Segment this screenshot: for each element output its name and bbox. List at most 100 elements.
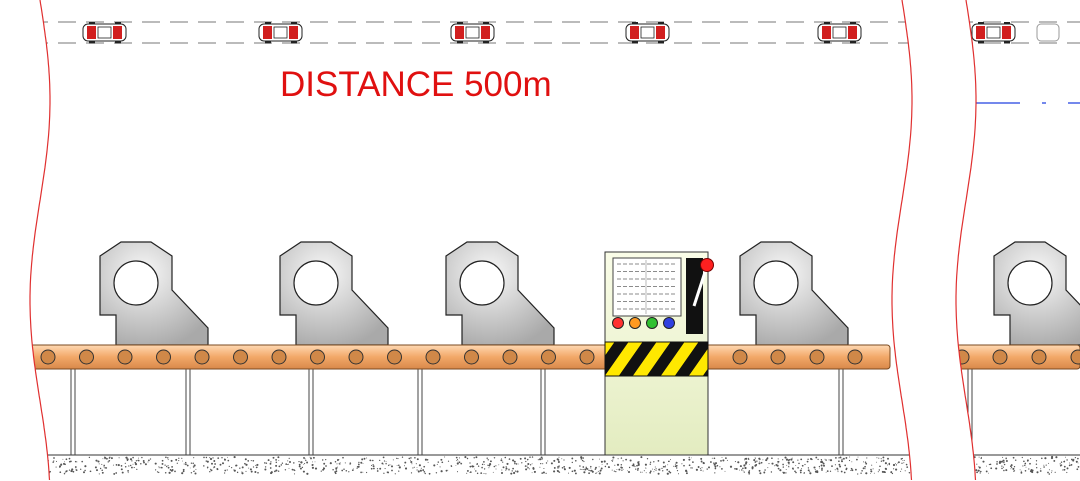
- speckle-dot: [117, 464, 120, 467]
- speckle-dot: [1010, 464, 1013, 467]
- speckle-dot: [822, 462, 825, 465]
- speckle-dot: [1005, 469, 1008, 472]
- speckle-dot: [820, 464, 823, 467]
- speckle-dot: [493, 465, 496, 468]
- speckle-dot: [665, 465, 666, 466]
- car-wheel: [115, 41, 121, 44]
- speckle-dot: [897, 462, 899, 464]
- speckle-dot: [527, 462, 530, 466]
- speckle-dot: [167, 464, 169, 467]
- speckle-dot: [115, 464, 118, 466]
- speckle-dot: [369, 459, 372, 462]
- speckle-dot: [550, 462, 553, 465]
- speckle-dot: [690, 467, 692, 469]
- speckle-dot: [981, 456, 982, 458]
- speckle-dot: [590, 465, 592, 468]
- speckle-dot: [102, 458, 104, 460]
- speckle-dot: [1000, 460, 1003, 463]
- lever-knob[interactable]: [700, 258, 714, 272]
- speckle-dot: [473, 468, 475, 470]
- speckle-dot: [968, 464, 970, 466]
- speckle-dot: [588, 472, 590, 475]
- speckle-dot: [788, 458, 791, 461]
- speckle-dot: [213, 460, 216, 462]
- car-wheel: [978, 41, 984, 44]
- orange-button[interactable]: [629, 317, 641, 329]
- road-lane: [956, 21, 1080, 44]
- speckle-dot: [714, 472, 716, 474]
- speckle-dot: [223, 472, 226, 474]
- speckle-dot: [306, 461, 309, 464]
- speckle-dot: [280, 464, 283, 466]
- speckle-dot: [439, 466, 441, 468]
- speckle-dot: [1012, 456, 1015, 459]
- speckle-dot: [338, 463, 340, 465]
- speckle-dot: [586, 468, 589, 470]
- speckle-dot: [158, 471, 160, 474]
- speckle-dot: [274, 470, 276, 473]
- part-hole: [1007, 260, 1053, 306]
- car-wheel: [1004, 41, 1010, 44]
- conveyor-belt: [956, 344, 1080, 370]
- speckle-dot: [820, 460, 823, 464]
- speckle-dot: [996, 463, 998, 465]
- speckle-dot: [62, 458, 64, 460]
- speckle-dot: [235, 464, 238, 467]
- speckle-dot: [975, 469, 978, 472]
- speckle-dot: [845, 456, 848, 459]
- machined-part: [739, 241, 849, 346]
- speckle-dot: [903, 459, 905, 461]
- speckle-dot: [352, 468, 354, 470]
- car-rear: [481, 26, 490, 39]
- speckle-dot: [620, 464, 623, 466]
- blue-button[interactable]: [663, 317, 675, 329]
- speckle-dot: [140, 463, 142, 465]
- speckle-dot: [767, 467, 769, 469]
- speckle-dot: [862, 467, 865, 470]
- speckle-dot: [1054, 471, 1056, 473]
- speckle-dot: [325, 458, 327, 461]
- speckle-dot: [209, 468, 212, 470]
- speckle-dot: [891, 472, 894, 475]
- speckle-dot: [649, 471, 652, 474]
- speckle-dot: [112, 464, 114, 466]
- red-button[interactable]: [612, 317, 624, 329]
- speckle-dot: [744, 458, 747, 460]
- speckle-dot: [428, 472, 431, 475]
- speckle-dot: [314, 461, 316, 463]
- speckle-dot: [501, 458, 503, 460]
- speckle-dot: [670, 459, 671, 461]
- speckle-dot: [458, 461, 461, 464]
- speckle-dot: [571, 461, 573, 464]
- speckle-dot: [501, 469, 503, 471]
- speckle-dot: [171, 466, 173, 468]
- car-wheel: [291, 22, 297, 25]
- left-wavy-border: [955, 0, 977, 481]
- lever-arm[interactable]: [692, 265, 709, 307]
- speckle-dot: [1063, 465, 1066, 468]
- belt-roller: [732, 349, 748, 365]
- speckle-dot: [1024, 462, 1027, 465]
- speckle-dot: [902, 459, 904, 461]
- speckle-dot: [285, 463, 288, 465]
- speckle-dot: [418, 464, 421, 467]
- green-button[interactable]: [646, 317, 658, 329]
- speckle-dot: [514, 470, 517, 472]
- speckle-dot: [247, 460, 250, 462]
- speckle-dot: [161, 459, 164, 462]
- speckle-dot: [1027, 460, 1029, 462]
- car-wheel: [978, 22, 984, 25]
- speckle-dot: [455, 465, 457, 467]
- speckle-dot: [498, 464, 500, 466]
- speckle-dot: [483, 464, 485, 466]
- speckle-dot: [345, 470, 348, 472]
- speckle-dot: [362, 471, 364, 473]
- speckle-dot: [80, 468, 82, 470]
- speckle-dot: [269, 467, 272, 469]
- speckle-dot: [168, 471, 171, 474]
- car-wheel: [265, 22, 271, 25]
- speckle-dot: [700, 469, 702, 472]
- belt-roller: [194, 349, 210, 365]
- speckle-dot: [785, 469, 787, 470]
- belt-roller: [271, 349, 287, 365]
